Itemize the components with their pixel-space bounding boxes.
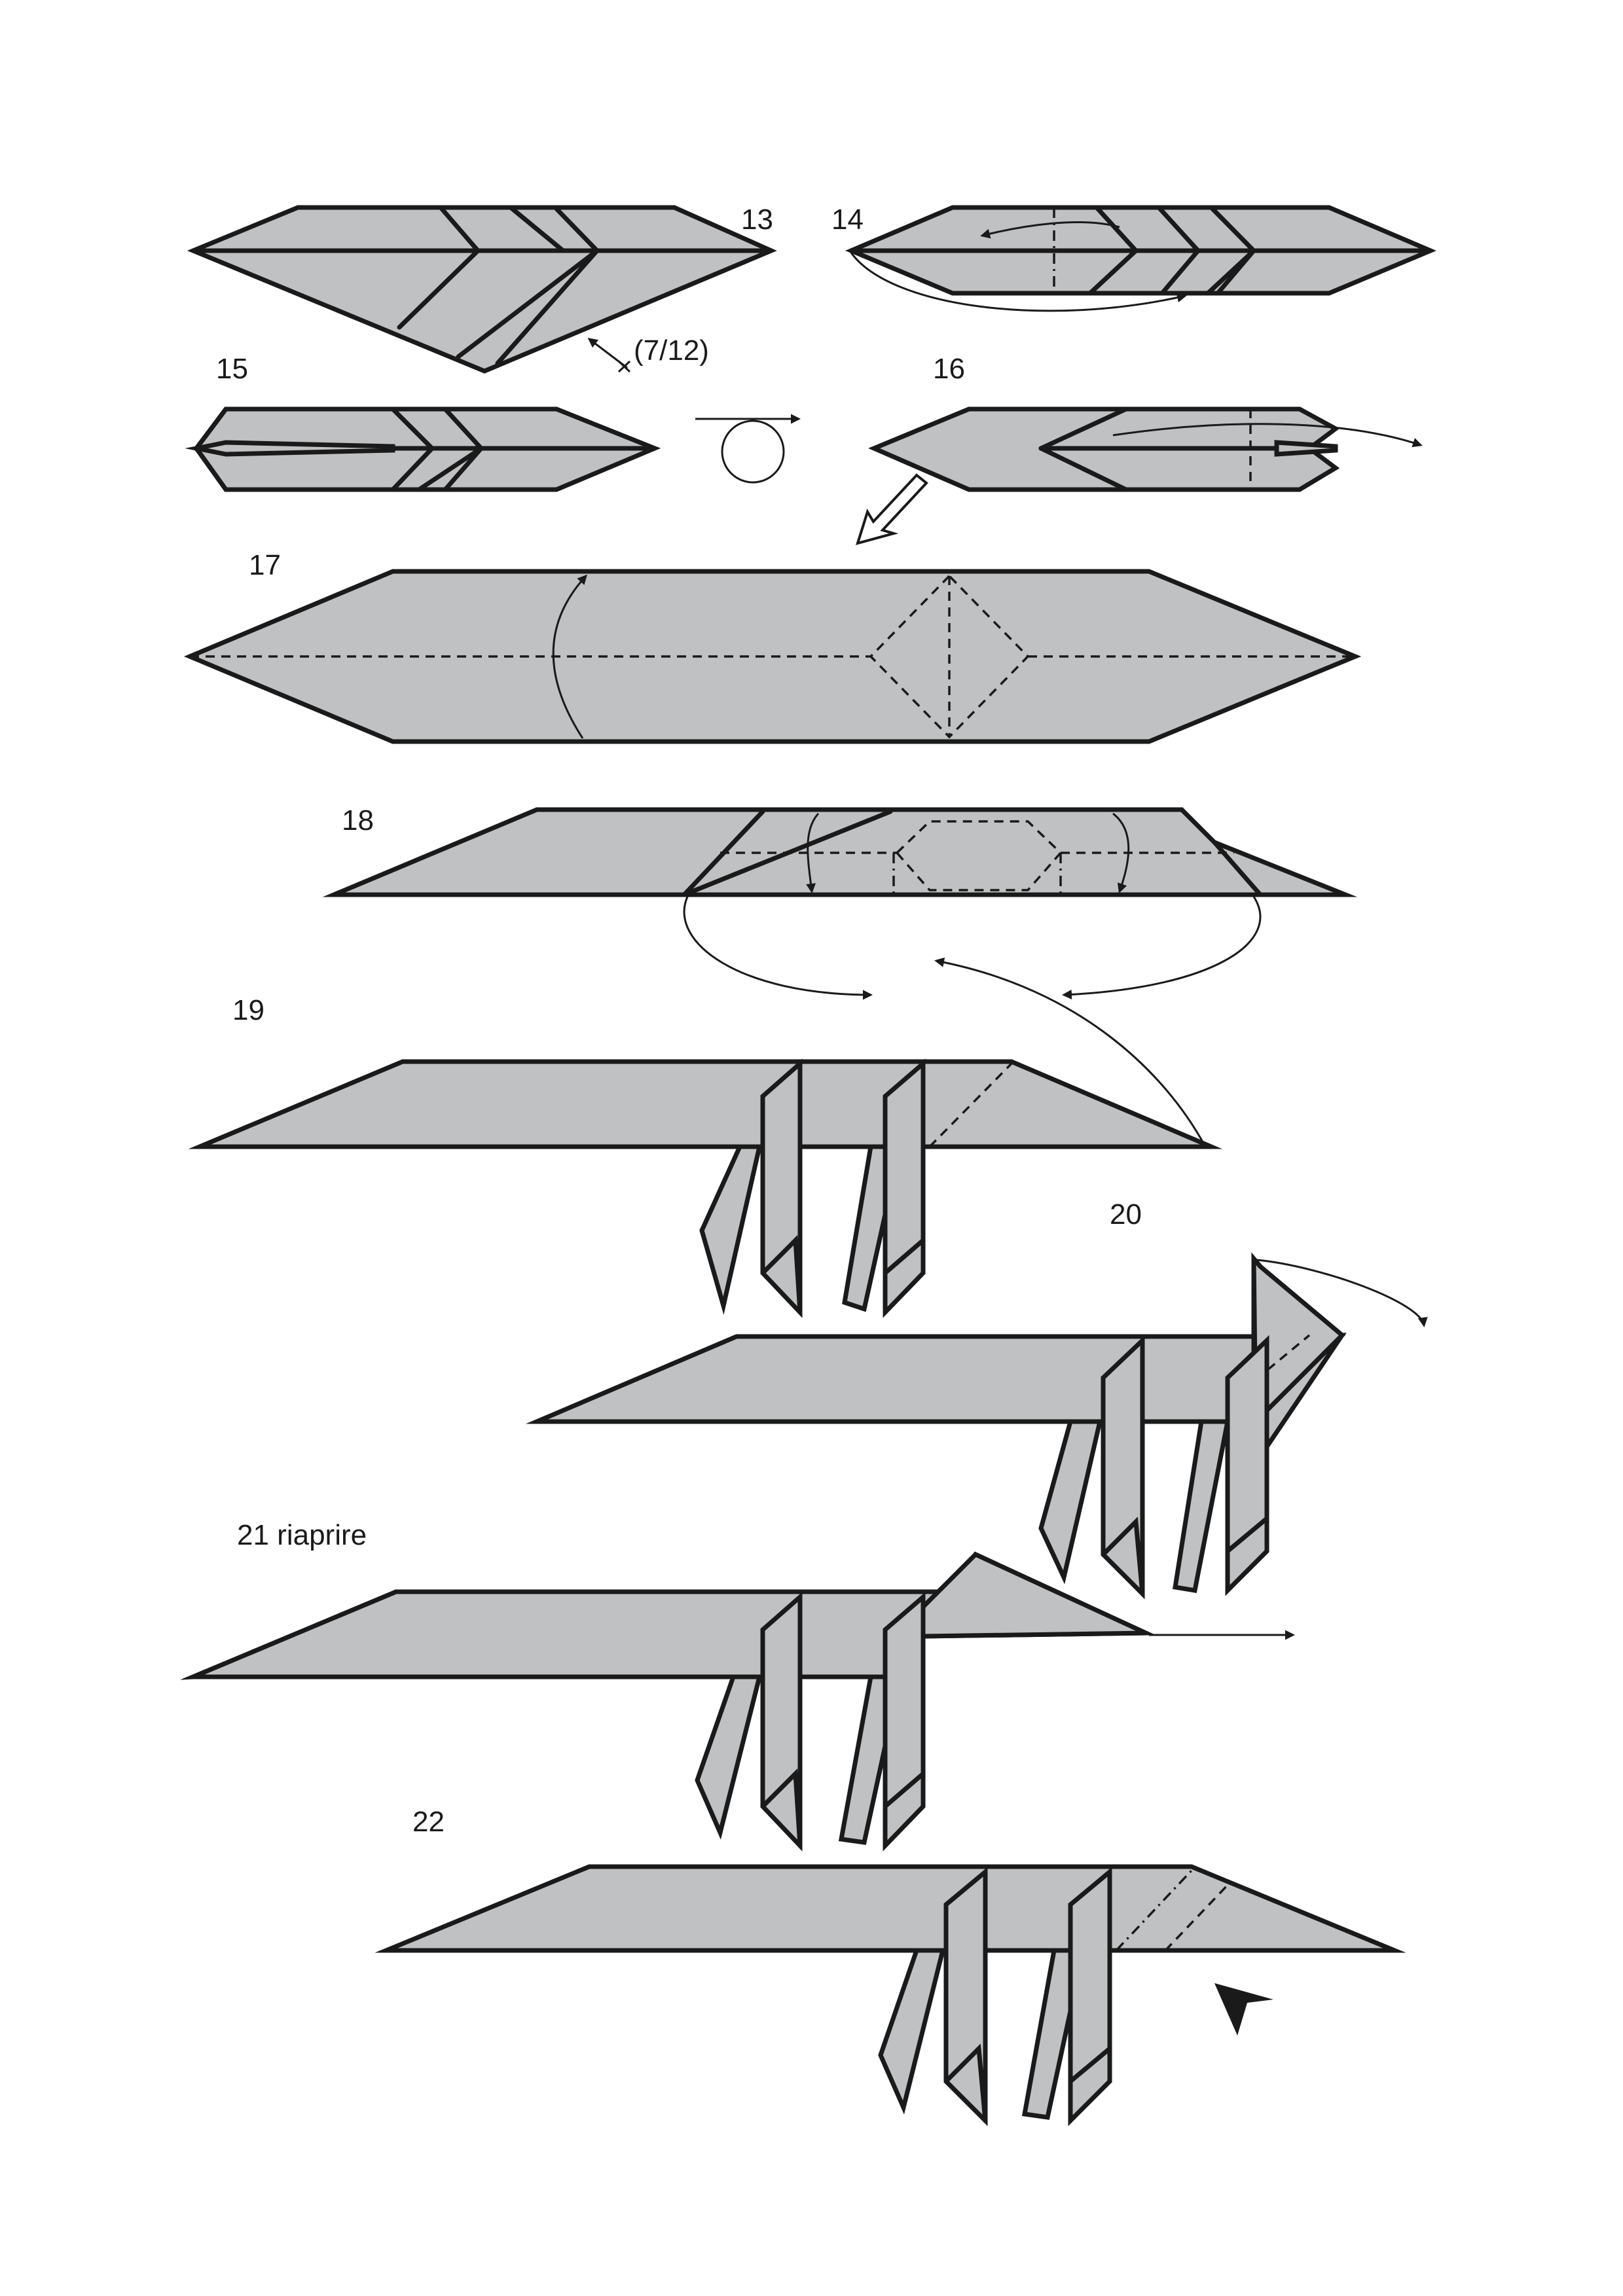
step-13-diagram [187,205,777,374]
step-17-number: 17 [249,549,281,581]
step-13-ratio-note: (7/12) [634,334,709,367]
zoom-arrow-icon [856,473,928,545]
step-15-number: 15 [216,353,248,385]
step-16-diagram [868,406,1423,492]
step-19-fold-arrow [934,957,1206,1146]
push-arrow-icon [1214,1983,1273,2036]
step-20-diagram [525,1252,1428,1600]
step-17-diagram [183,569,1362,744]
step-14-diagram [845,205,1436,312]
step-13-number: 13 [741,204,773,236]
step-14-number: 14 [831,204,864,236]
step-15-diagram [185,406,661,492]
step-22-diagram [374,1864,1406,2126]
measure-icon [587,338,631,373]
step-19-number: 19 [232,994,264,1026]
step-19-diagram [188,1058,1223,1318]
step-20-number: 20 [1110,1198,1142,1230]
turn-over-icon [695,414,801,484]
step-21-number: 21 riaprire [237,1519,367,1551]
step-22-number: 22 [412,1806,445,1838]
step-16-number: 16 [933,353,965,385]
step-21-diagram [179,1551,1295,1852]
step-18-number: 18 [342,804,374,836]
step-18-diagram [322,807,1358,1000]
